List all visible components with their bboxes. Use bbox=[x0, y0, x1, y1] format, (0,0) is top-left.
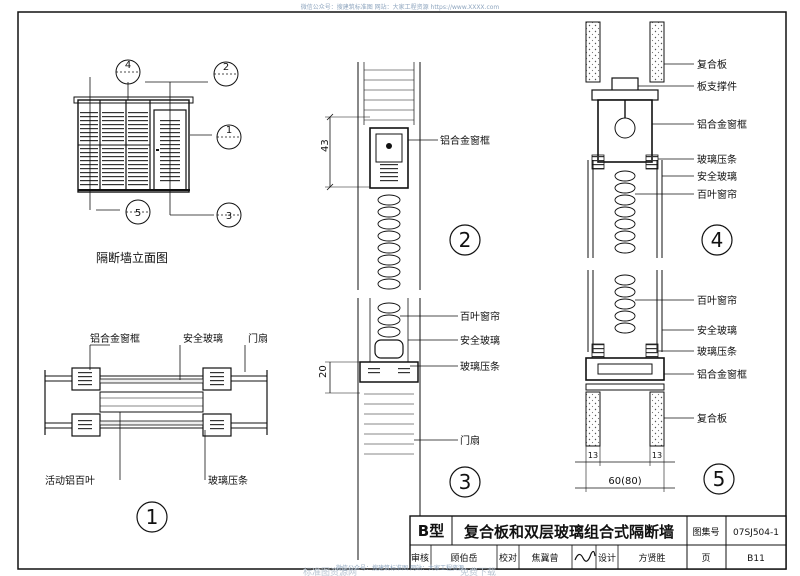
title-check-label: 校对 bbox=[499, 552, 517, 564]
title-reviewer: 顾伯岳 bbox=[450, 552, 477, 564]
title-page-label: 页 bbox=[701, 553, 710, 564]
title-atlas-no: 07SJ504-1 bbox=[733, 528, 779, 538]
title-review-label: 审核 bbox=[411, 552, 429, 564]
detail5-composite-right bbox=[649, 391, 665, 447]
detail2-number-circle bbox=[449, 224, 481, 256]
detail5-bead-label: 玻璃压条 bbox=[697, 345, 737, 358]
detail3-blind-slats bbox=[377, 302, 401, 338]
detail2-frame-label: 铝合金窗框 bbox=[440, 134, 490, 147]
detail1-number-circle bbox=[136, 501, 168, 533]
detail3-number-circle bbox=[449, 466, 481, 498]
detail1-door-label: 门扇 bbox=[248, 332, 268, 345]
detail5-number-circle bbox=[703, 463, 735, 495]
title-main: 复合板和双层玻璃组合式隔断墙 bbox=[463, 523, 674, 541]
title-page-no: B11 bbox=[747, 554, 765, 564]
detail-1: 铝合金窗框 安全玻璃 门扇 活动铝百叶 玻璃压条 1 bbox=[44, 332, 268, 533]
elevation-louvers bbox=[80, 110, 148, 188]
detail4-composite-label: 复合板 bbox=[697, 58, 727, 71]
detail3-door-hatching bbox=[364, 393, 414, 455]
detail5-number: 5 bbox=[713, 467, 726, 491]
callout-1-text: 1 bbox=[226, 125, 232, 136]
callout-3-text: 3 bbox=[226, 211, 232, 222]
detail4-blind-slats bbox=[614, 170, 636, 254]
title-designer: 方贤胜 bbox=[638, 552, 665, 564]
detail-3: 20 百叶窗帘 安全玻璃 玻璃压条 门扇 3 bbox=[318, 298, 500, 560]
sheet-border bbox=[17, 11, 787, 570]
louver-blade bbox=[99, 391, 204, 413]
title-design-label: 设计 bbox=[598, 552, 616, 564]
detail4-glass-label: 安全玻璃 bbox=[697, 170, 737, 183]
detail1-bead-label: 玻璃压条 bbox=[208, 474, 248, 487]
detail-5: 13 13 60(80) 百叶窗帘 安全玻璃 玻璃压条 铝合金窗框 复合板 5 bbox=[575, 270, 747, 495]
callout-4-text: 4 bbox=[125, 60, 131, 71]
detail5-composite-left bbox=[585, 391, 601, 447]
elevation-caption: 隔断墙立面图 bbox=[96, 250, 168, 265]
detail3-blind-label: 百叶窗帘 bbox=[460, 310, 500, 323]
detail3-number: 3 bbox=[459, 470, 472, 494]
watermark-bottom: 微信公众号：搜建筑标准图 网站：大家工程资源 bbox=[336, 564, 464, 572]
detail4-composite-right bbox=[649, 21, 665, 83]
detail5-frame-label: 铝合金窗框 bbox=[697, 368, 747, 381]
detail5-blind-label: 百叶窗帘 bbox=[697, 294, 737, 307]
watermark-bottom-3: 免费下载 bbox=[460, 566, 496, 576]
detail-2: 43 铝合金窗框 2 bbox=[320, 62, 490, 290]
detail1-glass-label: 安全玻璃 bbox=[183, 332, 223, 345]
detail1-frame-label: 铝合金窗框 bbox=[90, 332, 140, 345]
detail5-dim-total: 60(80) bbox=[608, 476, 641, 487]
detail4-blind-label: 百叶窗帘 bbox=[697, 188, 737, 201]
glass-pane-top bbox=[99, 378, 204, 384]
watermark-bottom-2: 标准图资源网 bbox=[303, 566, 357, 576]
glass-pane-bottom bbox=[99, 420, 204, 426]
detail1-louver-label: 活动铝百叶 bbox=[45, 475, 95, 487]
detail5-glass-label: 安全玻璃 bbox=[697, 324, 737, 337]
callout-5-text: 5 bbox=[135, 208, 141, 219]
detail3-glass-label: 安全玻璃 bbox=[460, 334, 500, 347]
detail2-number: 2 bbox=[459, 228, 472, 252]
watermark-top: 微信公众号：搜建筑标准图 网站：大家工程资源 https://www.XXXX.… bbox=[301, 3, 500, 11]
detail3-bead-label: 玻璃压条 bbox=[460, 360, 500, 373]
elevation-view: 4 2 1 5 3 隔断墙立面图 bbox=[73, 59, 242, 265]
detail2-upper-hatching bbox=[364, 69, 414, 121]
detail5-dim-right: 13 bbox=[652, 451, 662, 460]
detail4-number-circle bbox=[701, 224, 733, 256]
detail5-dim-left: 13 bbox=[588, 451, 598, 460]
title-block: B型 复合板和双层玻璃组合式隔断墙 图集号 07SJ504-1 审核 顾伯岳 校… bbox=[409, 515, 787, 570]
callout-2-text: 2 bbox=[223, 62, 229, 73]
detail3-door-label: 门扇 bbox=[460, 434, 480, 447]
detail4-frame-label: 铝合金窗框 bbox=[697, 118, 747, 131]
detail5-blind-slats bbox=[614, 274, 636, 334]
title-checker: 焦冀曾 bbox=[531, 552, 558, 564]
detail5-composite-label: 复合板 bbox=[697, 412, 727, 425]
detail1-number: 1 bbox=[146, 505, 159, 529]
elevation-outline bbox=[77, 99, 190, 193]
detail-4: 复合板 板支撑件 铝合金窗框 玻璃压条 安全玻璃 百叶窗帘 4 bbox=[585, 21, 747, 258]
detail3-dim: 20 bbox=[318, 365, 329, 378]
title-type: B型 bbox=[418, 522, 444, 540]
detail4-bead-label: 玻璃压条 bbox=[697, 153, 737, 166]
title-atlas-label: 图集号 bbox=[692, 526, 719, 538]
detail2-blind-slats bbox=[377, 194, 401, 290]
detail4-support-label: 板支撑件 bbox=[697, 80, 737, 93]
signature-mark bbox=[574, 550, 596, 562]
detail4-number: 4 bbox=[711, 228, 724, 252]
detail4-composite-left bbox=[585, 21, 601, 83]
detail2-dim: 43 bbox=[320, 139, 331, 152]
